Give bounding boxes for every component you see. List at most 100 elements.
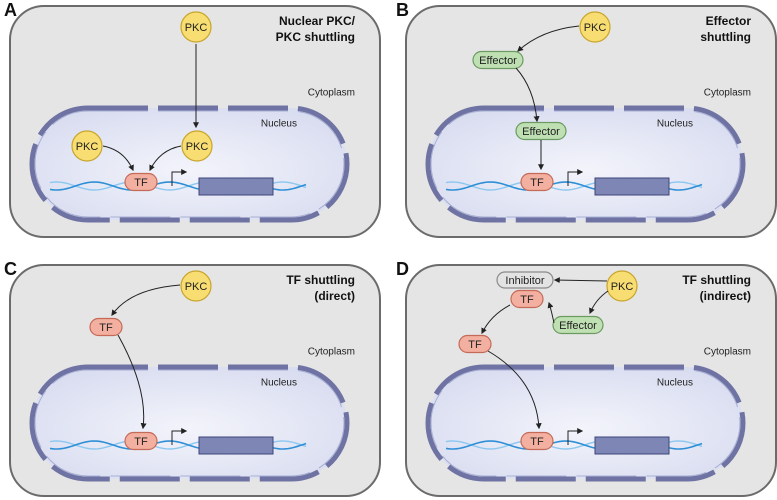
gene-box (594, 436, 670, 455)
effector-node-label: Effector (479, 55, 517, 67)
pkc-to-inhibitor-arrow (553, 277, 608, 284)
panel-c: CTF shuttling(direct)CytoplasmNucleusTFP… (4, 259, 381, 497)
effector-node: Effector (472, 50, 524, 70)
pkc-node: PKC (180, 270, 212, 302)
pkc-node: PKC (71, 130, 103, 162)
tf-node: TF (510, 289, 544, 309)
nucleus-label: Nucleus (657, 119, 693, 130)
tf-node-label: TF (530, 436, 544, 448)
nucleus (428, 367, 743, 479)
nuclear-envelope-inner (430, 110, 741, 218)
tf-node-shape (124, 172, 158, 192)
panel-title-line1: Effector (706, 14, 752, 28)
tf-node-label: TF (99, 322, 113, 334)
pkc-label: PKC (611, 281, 634, 293)
pkc-node: PKC (181, 130, 213, 162)
panel-title-line2: shuttling (700, 30, 751, 44)
pkc-circle (71, 130, 103, 162)
tf-node: TF (89, 317, 123, 337)
nucleus-label: Nucleus (657, 378, 693, 389)
tf-node-shape (520, 172, 554, 192)
effector-node-shape (472, 50, 524, 70)
tf-node: TF (124, 172, 158, 192)
tf-node-shape (510, 289, 544, 309)
nuclear-envelope-inner (430, 369, 741, 477)
transcription-start-arrow (567, 428, 584, 445)
tf-node-shape (89, 317, 123, 337)
effector-to-complex-arrow (547, 301, 555, 324)
panel-title-line1: TF shuttling (286, 273, 355, 287)
pkc-circle (180, 11, 212, 43)
effector-node: Effector (552, 315, 604, 335)
nucleus (428, 108, 743, 220)
gene-box (198, 436, 274, 455)
panel-letter: B (396, 0, 409, 20)
panel-letter: C (4, 259, 17, 279)
pkc-label: PKC (584, 22, 607, 34)
cytoplasm-label: Cytoplasm (704, 88, 751, 99)
nucleus-label: Nucleus (261, 378, 297, 389)
pkc-label: PKC (186, 141, 209, 153)
pkc-to-effector-arrow (517, 25, 580, 52)
effector-node-label: Effector (522, 126, 560, 138)
panel-title-line2: (direct) (314, 289, 355, 303)
effector-node-shape (552, 315, 604, 335)
inhibitor-node-shape (496, 271, 554, 289)
tf-node-label: TF (520, 294, 534, 306)
tf-node: TF (124, 431, 158, 451)
tf-node: TF (520, 431, 554, 451)
pkc-node: PKC (606, 270, 638, 302)
transcription-start-arrow (171, 169, 188, 186)
cytoplasm-label: Cytoplasm (308, 88, 355, 99)
panel-title-line1: Nuclear PKC/ (279, 14, 356, 28)
tf-translocation-arrow (117, 334, 147, 430)
pkc-circle (181, 130, 213, 162)
pkc-label: PKC (185, 281, 208, 293)
transcription-start-arrow (171, 428, 188, 445)
pkc-label: PKC (76, 141, 99, 153)
tf-node-label: TF (134, 177, 148, 189)
pkc-circle (606, 270, 638, 302)
pkc-to-tf-arrow (111, 284, 181, 316)
pkc-label: PKC (185, 22, 208, 34)
panel-title-line1: TF shuttling (682, 273, 751, 287)
inhibitor-node: Inhibitor (496, 271, 554, 289)
pkc-to-tf-arrow-right (149, 145, 182, 172)
pkc-to-tf-arrow-left (102, 145, 134, 172)
tf-node: TF (458, 334, 492, 354)
effector-node-shape (515, 121, 567, 141)
effector-node: Effector (515, 121, 567, 141)
gene-box (198, 177, 274, 196)
transcription-start-arrow (567, 169, 584, 186)
pkc-node: PKC (579, 11, 611, 43)
pkc-to-effector-arrow (589, 290, 609, 315)
nucleus-label: Nucleus (261, 119, 297, 130)
nuclear-envelope (29, 364, 350, 482)
tf-node-label: TF (530, 177, 544, 189)
tf-release-arrow (481, 304, 511, 335)
panel-letter: A (4, 0, 17, 20)
cytoplasm-label: Cytoplasm (308, 347, 355, 358)
tf-translocation-arrow (487, 350, 542, 430)
pkc-circle (579, 11, 611, 43)
nuclear-envelope-inner (34, 369, 345, 477)
tf-node-shape (520, 431, 554, 451)
effector-node-label: Effector (559, 320, 597, 332)
pkc-node: PKC (180, 11, 212, 43)
gene-box (594, 177, 670, 196)
nucleus (32, 367, 347, 479)
nucleus (32, 108, 347, 220)
tf-node-shape (124, 431, 158, 451)
effector-translocation-arrow (515, 67, 540, 123)
nuclear-envelope (425, 364, 746, 482)
pkc-circle (180, 270, 212, 302)
tf-node-label: TF (134, 436, 148, 448)
panel-letter: D (396, 259, 409, 279)
panel-title-line2: (indirect) (700, 289, 751, 303)
tf-node-shape (458, 334, 492, 354)
tf-node-label: TF (468, 339, 482, 351)
nuclear-envelope-inner (34, 110, 345, 218)
